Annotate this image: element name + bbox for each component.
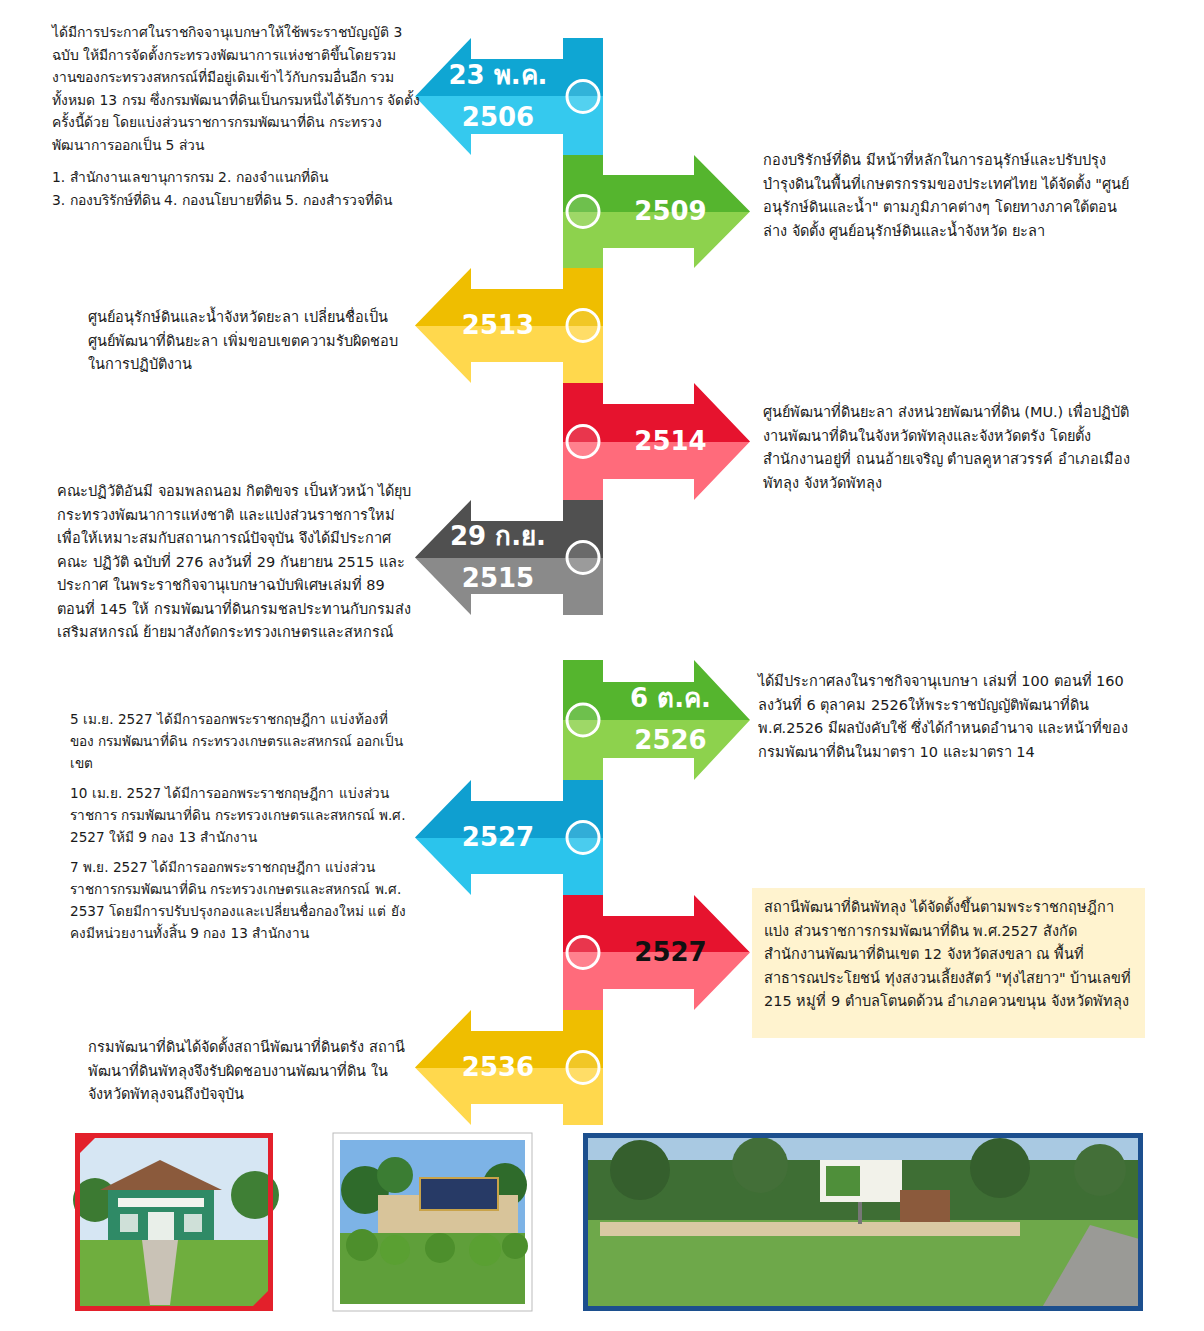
timeline-dot [567, 81, 599, 113]
arrow-body [415, 500, 603, 615]
timeline-dot [567, 196, 599, 228]
arrow-text-wrap: 2509 [605, 155, 736, 268]
timeline-arrow: 2527 [563, 895, 750, 1010]
description-text: ศูนย์อนุรักษ์ดินและน้ำจังหวัดยะลา เปลี่ย… [88, 306, 413, 377]
description-block: กรมพัฒนาที่ดินได้จัดตั้งสถานีพัฒนาที่ดิน… [88, 1036, 413, 1107]
timeline-dot [567, 1052, 599, 1084]
timeline-dot [567, 822, 599, 854]
arrow-body [563, 383, 750, 500]
date-label: 2515 [462, 564, 534, 594]
timeline-arrow: 2513 [415, 268, 603, 383]
date-label: 2514 [634, 427, 706, 457]
timeline-dot [567, 426, 599, 458]
arrow-shape [415, 500, 603, 615]
timeline-arrow: 23 พ.ค. 2506 [415, 38, 603, 155]
timeline-dot [567, 937, 599, 969]
date-label: 23 พ.ค. [449, 61, 548, 91]
arrow-text-wrap: 29 ก.ย. 2515 [431, 500, 565, 615]
timeline-arrow: 2509 [563, 155, 750, 268]
description-text: ได้มีการประกาศในราชกิจจานุเบกษาให้ใช้พระ… [52, 21, 422, 156]
description-text: ได้มีประกาศลงในราชกิจจานุเบกษา เล่มที่ 1… [758, 670, 1128, 764]
arrow-text-wrap: 2514 [605, 383, 736, 500]
arrow-shape [415, 38, 603, 155]
timeline-dot [567, 704, 599, 736]
arrow-body [415, 268, 603, 383]
arrow-body [563, 895, 750, 1010]
description-text: กองบริรักษ์ที่ดิน มีหน้าที่หลักในการอนุร… [763, 149, 1138, 243]
description-block: 5 เม.ย. 2527 ได้มีการออกพระราชกฤษฎีกา แบ… [70, 708, 412, 944]
timeline-arrow: 29 ก.ย. 2515 [415, 500, 603, 615]
description-block: ศูนย์พัฒนาที่ดินยะลา ส่งหน่วยพัฒนาที่ดิน… [763, 401, 1135, 495]
date-label: 2536 [462, 1053, 534, 1083]
date-label: 2526 [634, 726, 706, 756]
arrow-text-wrap: 2536 [431, 1010, 565, 1125]
description-text: กรมพัฒนาที่ดินได้จัดตั้งสถานีพัฒนาที่ดิน… [88, 1036, 413, 1107]
date-label: 2527 [462, 823, 534, 853]
description-text: ศูนย์พัฒนาที่ดินยะลา ส่งหน่วยพัฒนาที่ดิน… [763, 401, 1135, 495]
arrow-shape [563, 660, 750, 780]
description-text: 10 เม.ย. 2527 ได้มีการออกพระราชกฤษฎีกา แ… [70, 782, 412, 848]
arrow-text-wrap: 2527 [431, 780, 565, 895]
timeline-arrow: 6 ต.ค. 2526 [563, 660, 750, 780]
date-label: 6 ต.ค. [630, 684, 711, 714]
description-block: ได้มีการประกาศในราชกิจจานุเบกษาให้ใช้พระ… [52, 21, 422, 211]
arrow-body [415, 780, 603, 895]
description-text: 1. สำนักงานเลขานุการกรม 2. กองจำแนกที่ดิ… [52, 166, 422, 189]
arrow-text-wrap: 23 พ.ค. 2506 [431, 38, 565, 155]
timeline-dot [567, 310, 599, 342]
description-block: กองบริรักษ์ที่ดิน มีหน้าที่หลักในการอนุร… [763, 149, 1138, 243]
timeline-arrow: 2536 [415, 1010, 603, 1125]
arrow-body [415, 1010, 603, 1125]
arrow-body [415, 38, 603, 155]
date-label: 2506 [462, 103, 534, 133]
timeline-arrow: 2514 [563, 383, 750, 500]
arrow-body [563, 660, 750, 780]
description-text: 5 เม.ย. 2527 ได้มีการออกพระราชกฤษฎีกา แบ… [70, 708, 412, 774]
site-photo [583, 1133, 1143, 1311]
timeline-dot [567, 542, 599, 574]
description-text: 7 พ.ย. 2527 ได้มีการออกพระราชกฤษฎีกา แบ่… [70, 856, 412, 944]
date-label: 29 ก.ย. [450, 522, 546, 552]
date-label: 2509 [634, 197, 706, 227]
date-label: 2513 [462, 311, 534, 341]
arrow-text-wrap: 2513 [431, 268, 565, 383]
gate-photo [333, 1133, 532, 1311]
info-box: สถานีพัฒนาที่ดินพัทลุง ได้จัดตั้งขึ้นตาม… [752, 888, 1145, 1038]
description-block: ได้มีประกาศลงในราชกิจจานุเบกษา เล่มที่ 1… [758, 670, 1128, 764]
date-label: 2527 [634, 938, 706, 968]
description-block: คณะปฏิวัติอันมี จอมพลถนอม กิตติขจร เป็นห… [57, 480, 412, 645]
description-text: 3. กองบริรักษ์ที่ดิน 4. กองนโยบายที่ดิน … [52, 189, 422, 212]
arrow-text-wrap: 2527 [605, 895, 736, 1010]
timeline-arrow: 2527 [415, 780, 603, 895]
arrow-body [563, 155, 750, 268]
description-block: ศูนย์อนุรักษ์ดินและน้ำจังหวัดยะลา เปลี่ย… [88, 306, 413, 377]
description-text: คณะปฏิวัติอันมี จอมพลถนอม กิตติขจร เป็นห… [57, 480, 412, 645]
info-text: สถานีพัฒนาที่ดินพัทลุง ได้จัดตั้งขึ้นตาม… [764, 896, 1133, 1014]
arrow-text-wrap: 6 ต.ค. 2526 [605, 660, 736, 780]
office-photo [73, 1133, 279, 1311]
